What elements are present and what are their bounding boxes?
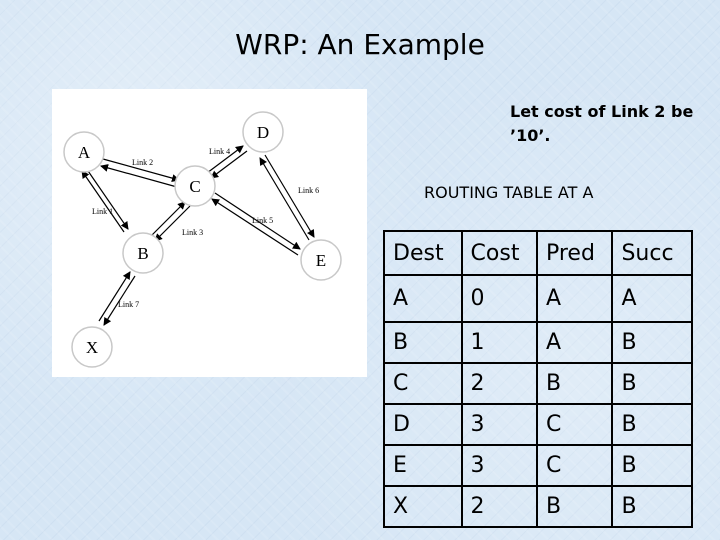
node-d-label: D [257,123,269,142]
succ-cell: B [611,321,693,364]
network-diagram: Link 1 Link 2 Link 3 Link 4 Link 5 Link … [52,89,367,377]
table-row: A 0 A A [383,274,693,323]
dest-cell: E [383,444,463,487]
pred-cell: B [535,485,614,528]
node-d: D [242,111,284,153]
succ-cell: B [611,362,693,405]
dest-cell: D [383,403,463,446]
node-c-label: C [189,177,200,196]
column-header-cost: Cost [460,230,538,276]
node-b: B [122,232,164,274]
dest-cell: B [383,321,463,364]
link-5-label: Link 5 [252,216,273,225]
succ-cell: A [611,274,693,323]
column-header-dest: Dest [383,230,463,276]
node-a: A [63,131,105,173]
link-4-label: Link 4 [209,147,230,156]
link-3-label: Link 3 [182,228,203,237]
link-1-label: Link 1 [92,207,113,216]
column-header-succ: Succ [611,230,693,276]
table-row: E 3 C B [383,444,693,487]
pred-cell: C [535,444,614,487]
routing-table: Dest Cost Pred Succ A 0 A A B 1 A B C 2 … [383,230,693,528]
table-row: X 2 B B [383,485,693,528]
link-1-edge [81,167,129,233]
node-x: X [71,326,113,368]
node-b-label: B [137,244,148,263]
table-row: B 1 A B [383,321,693,364]
table-row: D 3 C B [383,403,693,446]
link-6-edge [259,154,315,241]
column-header-pred: Pred [535,230,614,276]
cost-cell: 1 [460,321,538,364]
link-4-edge [206,145,248,179]
node-e: E [300,239,342,281]
link-7-label: Link 7 [118,300,139,309]
pred-cell: A [535,274,614,323]
dest-cell: C [383,362,463,405]
cost-cell: 0 [460,274,538,323]
cost-cell: 3 [460,403,538,446]
node-x-label: X [86,338,98,357]
link-2-edge [100,158,180,188]
table-row: C 2 B B [383,362,693,405]
table-header-row: Dest Cost Pred Succ [383,230,693,276]
link-cost-note: Let cost of Link 2 be ’10’. [510,102,694,145]
succ-cell: B [611,485,693,528]
cost-cell: 2 [460,362,538,405]
routing-table-caption: ROUTING TABLE AT A [424,183,594,202]
node-e-label: E [316,251,326,270]
link-7-edge [98,271,136,326]
slide-title: WRP: An Example [235,28,485,61]
cost-cell: 3 [460,444,538,487]
link-6-label: Link 6 [298,186,319,195]
cost-cell: 2 [460,485,538,528]
pred-cell: C [535,403,614,446]
dest-cell: A [383,274,463,323]
node-c: C [174,165,216,207]
link-5-edge [211,192,301,256]
pred-cell: A [535,321,614,364]
link-3-edge [149,201,191,242]
link-2-label: Link 2 [132,158,153,167]
network-graph: Link 1 Link 2 Link 3 Link 4 Link 5 Link … [63,111,342,368]
succ-cell: B [611,444,693,487]
node-a-label: A [78,143,91,162]
pred-cell: B [535,362,614,405]
succ-cell: B [611,403,693,446]
dest-cell: X [383,485,463,528]
